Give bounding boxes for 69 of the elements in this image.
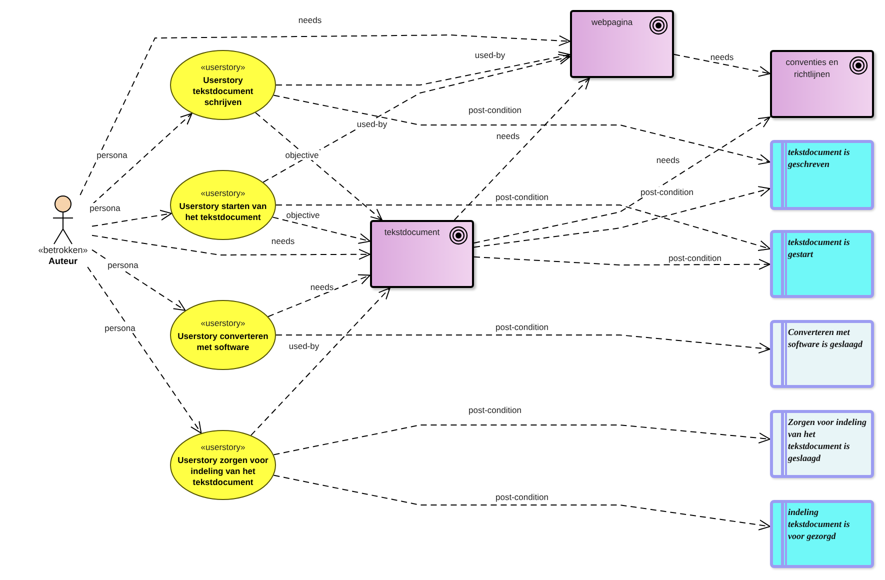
artifact-name: webpagina bbox=[590, 16, 634, 28]
artifact-box bbox=[770, 50, 874, 118]
dependency-arrow bbox=[674, 54, 770, 77]
stereotype-label: «userstory» bbox=[200, 318, 246, 328]
actor-name: Auteur bbox=[48, 256, 78, 267]
edge-label: used-by bbox=[288, 341, 320, 351]
goal-text: Zorgen voor indeling van het tekstdocument is geslaagd bbox=[788, 416, 868, 464]
edge-label: persona bbox=[96, 150, 128, 160]
edge-label: post-condition bbox=[668, 253, 722, 263]
goal-text: tekstdocument is geschreven bbox=[788, 146, 851, 170]
edge-label: needs bbox=[709, 52, 735, 62]
dependency-arrow bbox=[276, 334, 770, 354]
dependency-arrow bbox=[474, 256, 770, 270]
dependency-arrow bbox=[273, 424, 770, 456]
edge-label: needs bbox=[297, 15, 323, 25]
dependency-arrow bbox=[273, 474, 770, 530]
edge-label: needs bbox=[309, 282, 335, 292]
dependency-arrow bbox=[454, 78, 590, 220]
goal-text: indeling tekstdocument is voor gezorgd bbox=[788, 506, 851, 542]
edge-label: persona bbox=[88, 203, 122, 213]
artifact-box bbox=[570, 10, 674, 78]
dependency-arrow bbox=[92, 112, 192, 205]
edge-label: needs bbox=[495, 131, 521, 141]
edge-label: needs bbox=[655, 155, 681, 165]
stereotype-label: «userstory» bbox=[200, 442, 246, 453]
stereotype-label: «betrokken» bbox=[38, 245, 88, 256]
dependency-arrow bbox=[87, 266, 202, 434]
dependency-arrow bbox=[273, 94, 770, 165]
use-case-name: Userstory starten van het tekstdocument bbox=[178, 200, 268, 222]
dependency-arrow bbox=[272, 216, 370, 244]
dependency-arrow bbox=[268, 274, 370, 318]
dependency-arrow bbox=[474, 186, 770, 248]
goal-box bbox=[770, 230, 874, 298]
edge-label: post-condition bbox=[468, 405, 522, 415]
goal-box bbox=[770, 410, 874, 478]
edge-label: post-condition bbox=[494, 492, 550, 502]
dependency-arrow bbox=[92, 234, 370, 260]
goal-text: tekstdocument is gestart bbox=[788, 236, 851, 260]
edge-label: used-by bbox=[474, 50, 506, 60]
dependency-arrow bbox=[276, 204, 770, 252]
use-case-name: Userstory converteren met software bbox=[176, 330, 270, 352]
dependency-arrow bbox=[276, 51, 570, 86]
edge-label: post-condition bbox=[494, 192, 550, 202]
goal-text: Converteren met software is geslaagd bbox=[788, 326, 864, 350]
edge-label: needs bbox=[270, 236, 296, 246]
dependency-arrow bbox=[255, 112, 382, 220]
artifact-name: tekstdocument bbox=[383, 226, 441, 238]
edge-label: used-by bbox=[356, 119, 388, 129]
edge-label: post-condition bbox=[494, 322, 550, 332]
edge-label: post-condition bbox=[640, 187, 694, 197]
dependency-arrow bbox=[92, 210, 172, 227]
dependency-arrow bbox=[80, 34, 570, 196]
edge-label: persona bbox=[104, 323, 136, 333]
artifact-box bbox=[370, 220, 474, 288]
dependency-arrow bbox=[250, 288, 390, 436]
edge-label: persona bbox=[106, 260, 140, 270]
goal-box bbox=[770, 140, 874, 210]
goal-box bbox=[770, 500, 874, 568]
dependency-arrow bbox=[474, 116, 770, 244]
use-case-name: Userstory tekstdocument schrijven bbox=[192, 75, 254, 108]
edge-label: objective bbox=[285, 210, 321, 220]
dependency-arrow bbox=[262, 54, 570, 183]
use-case-name: Userstory zorgen voor indeling van het tekstdocument bbox=[176, 455, 270, 488]
goal-box bbox=[770, 320, 874, 388]
artifact-name: conventies en richtlijnen bbox=[784, 56, 840, 80]
edge-label: post-condition bbox=[468, 105, 522, 115]
stereotype-label: «userstory» bbox=[200, 188, 246, 198]
stereotype-label: «userstory» bbox=[200, 62, 246, 73]
edge-label: objective bbox=[284, 150, 320, 160]
